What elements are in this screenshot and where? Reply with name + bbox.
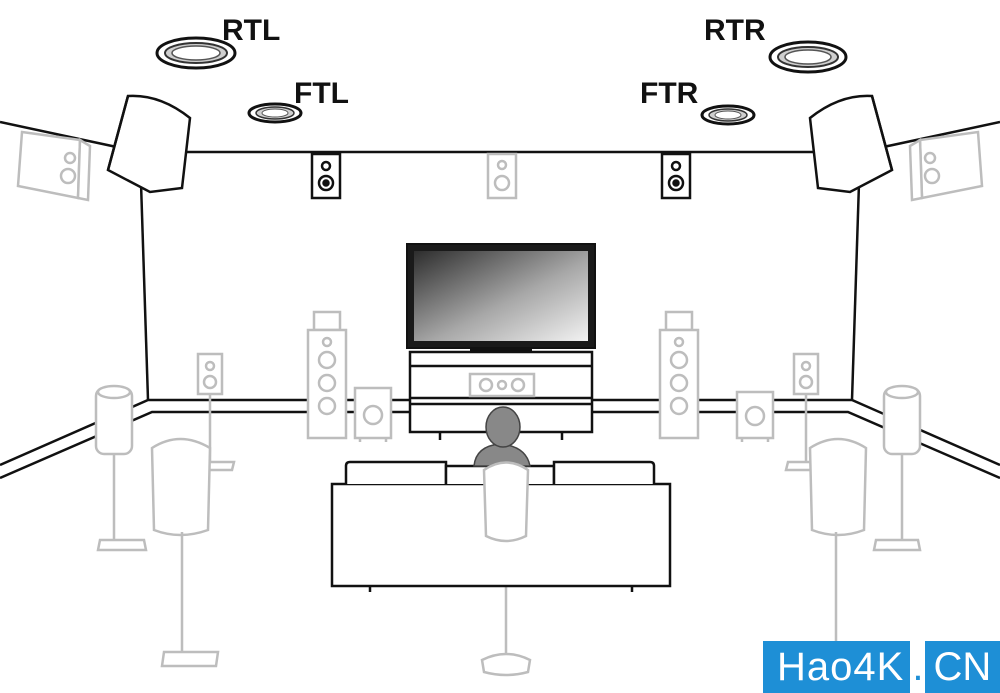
ghost-speakers <box>16 130 984 677</box>
rear-right-foreground-speaker <box>806 437 868 668</box>
ceiling-ftl-speaker <box>247 102 303 124</box>
ceiling-rtl-speaker <box>155 36 237 70</box>
side-left-wall-speaker <box>16 130 92 202</box>
label-rtr: RTR <box>704 14 766 47</box>
front-wide-center-speaker <box>486 152 518 200</box>
surround-left-stand-speaker <box>194 352 236 472</box>
listener-icon <box>473 406 531 467</box>
front-height-right-speaker <box>660 152 692 200</box>
label-ftl: FTL <box>294 77 349 110</box>
surround-back-right-speaker <box>872 384 922 552</box>
front-left-tower-speaker <box>306 310 348 440</box>
side-right-wall-speaker <box>908 130 984 202</box>
top-angled-left-speaker <box>106 94 192 194</box>
front-right-tower-speaker <box>658 310 700 440</box>
surround-back-left-speaker <box>94 384 148 552</box>
ceiling-rtr-speaker <box>768 40 848 74</box>
watermark-suffix: CN <box>925 641 1000 693</box>
subwoofer-right <box>735 390 775 442</box>
top-angled-right-speaker <box>808 94 894 194</box>
watermark-dot: . <box>910 641 926 693</box>
television <box>406 243 596 354</box>
label-ftr: FTR <box>640 77 699 110</box>
watermark-main: Hao4K <box>763 641 911 693</box>
ceiling-ftr-speaker <box>700 104 756 126</box>
watermark: Hao4K . CN <box>763 641 1000 693</box>
rear-center-speaker-front <box>482 461 530 543</box>
subwoofer-left <box>353 386 393 442</box>
label-rtl: RTL <box>222 14 280 47</box>
front-height-left-speaker <box>310 152 342 200</box>
center-channel-speaker <box>468 372 536 398</box>
rear-left-foreground-speaker <box>150 437 220 668</box>
